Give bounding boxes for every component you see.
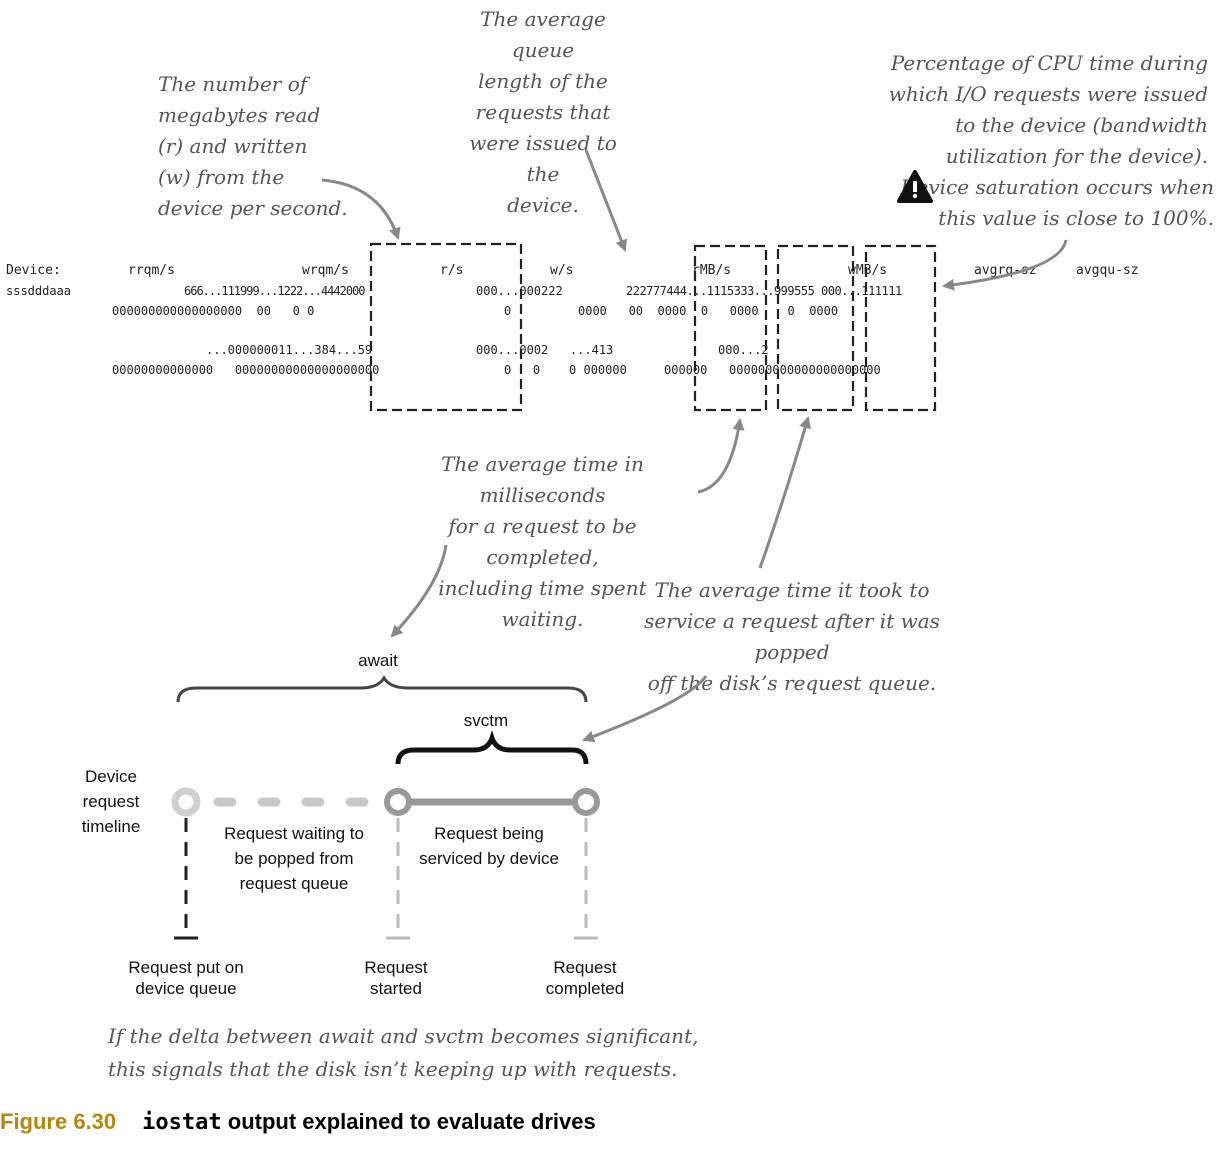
timeline-start-node bbox=[171, 787, 201, 817]
caption-command: iostat bbox=[142, 1110, 222, 1135]
arrow-svctm-up bbox=[758, 416, 811, 569]
iostat-cell: 000...0002 ...413 bbox=[476, 343, 614, 357]
iostat-cell: 00000000000000 00000000000000000000 bbox=[112, 363, 380, 377]
iostat-cell: 0 0 0 000000 bbox=[504, 363, 627, 377]
iostat-cell: 0000 00 0000 0 0000 0 0000 bbox=[578, 304, 839, 318]
arrow-await-down bbox=[390, 544, 448, 638]
await-brace bbox=[176, 675, 588, 703]
arrow-svctm-down bbox=[582, 675, 708, 743]
figure-caption: Figure 6.30 iostat output explained to ev… bbox=[0, 1109, 596, 1135]
iostat-header-device: Device: bbox=[6, 263, 61, 278]
iostat-cell: 666...111999...1222...4442000 bbox=[184, 284, 366, 298]
arrow-avg-queue bbox=[584, 149, 627, 252]
iostat-cell: 000000000000000000 00 0 0 bbox=[112, 304, 315, 318]
iostat-cell: 0 bbox=[504, 304, 512, 318]
iostat-header-rmb: rMB/s bbox=[692, 263, 732, 278]
iostat-header-rrqm: rrqm/s bbox=[128, 263, 175, 278]
highlight-box-rmb bbox=[693, 244, 768, 412]
timeline-completed-node bbox=[572, 788, 600, 816]
iostat-cell: 000...000222 bbox=[476, 284, 563, 298]
figure-number: Figure 6.30 bbox=[0, 1109, 117, 1134]
highlight-box-avgqu bbox=[864, 244, 937, 412]
svctm-label: svctm bbox=[463, 711, 509, 730]
iostat-device-name: sssdddaaa bbox=[6, 284, 72, 298]
iostat-header-avgqu: avgqu-sz bbox=[1076, 263, 1139, 278]
annotation-delta: If the delta between await and svctm bec… bbox=[108, 1024, 699, 1081]
iostat-header-wrqm: wrqm/s bbox=[302, 263, 349, 278]
timeline-started-node bbox=[384, 788, 412, 816]
arrow-cpu-pct bbox=[942, 239, 1068, 291]
iostat-cell: 000...2 bbox=[718, 343, 769, 357]
iostat-header-w: w/s bbox=[550, 263, 574, 278]
await-label: await bbox=[358, 651, 398, 670]
arrow-mb-rw bbox=[321, 178, 401, 240]
caption-text: output explained to evaluate drives bbox=[221, 1109, 596, 1134]
iostat-cell: ...000000011...384...59 bbox=[206, 343, 373, 357]
arrow-await-up bbox=[697, 418, 745, 494]
iostat-cell: 222777444...1115333...999555 000...11111… bbox=[626, 284, 902, 298]
highlight-box-wmb bbox=[776, 244, 855, 412]
svctm-brace bbox=[395, 730, 589, 765]
iostat-header-r: r/s bbox=[440, 263, 464, 278]
iostat-header-wmb: wMB/s bbox=[848, 263, 888, 278]
warning-icon bbox=[897, 170, 933, 203]
highlight-box-r bbox=[369, 242, 523, 412]
iostat-header-avgrq: avgrq-sz bbox=[974, 263, 1037, 278]
